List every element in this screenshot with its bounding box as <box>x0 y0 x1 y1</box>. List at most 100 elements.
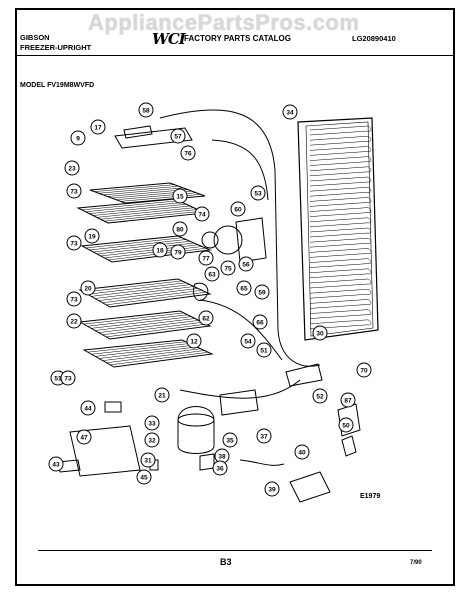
part-number-label: 18 <box>156 247 164 254</box>
part-number-label: 62 <box>202 315 210 322</box>
part-callout-39: 39 <box>264 481 280 497</box>
part-number-label: 39 <box>268 486 276 493</box>
part-callout-22: 22 <box>66 313 82 329</box>
part-callout-21: 21 <box>154 387 170 403</box>
part-number-label: 60 <box>234 206 242 213</box>
part-number-label: 43 <box>52 461 60 468</box>
part-number-label: 30 <box>316 330 324 337</box>
part-callout-40: 40 <box>294 444 310 460</box>
part-number-label: 51 <box>54 375 62 382</box>
header-rule <box>17 55 453 56</box>
part-callout-66: 66 <box>252 314 268 330</box>
brand-label: GIBSON <box>20 33 50 42</box>
part-callout-37: 37 <box>256 428 272 444</box>
part-number-label: 32 <box>148 437 156 444</box>
revision-date: 7/90 <box>410 560 422 566</box>
part-callout-52: 52 <box>312 388 328 404</box>
part-callout-75: 75 <box>220 260 236 276</box>
catalog-number: LG20890410 <box>352 34 396 43</box>
part-callout-45: 45 <box>136 469 152 485</box>
part-callout-77: 77 <box>198 250 214 266</box>
part-callout-73: 73 <box>60 370 76 386</box>
part-callout-76: 76 <box>180 145 196 161</box>
diagram-frame <box>15 8 455 586</box>
part-number-label: 36 <box>216 465 224 472</box>
diagram-code: E1979 <box>360 493 380 500</box>
part-number-label: 66 <box>256 319 264 326</box>
part-callout-43: 43 <box>48 456 64 472</box>
wci-logo: WCI <box>152 30 186 48</box>
part-number-label: 19 <box>88 233 96 240</box>
part-number-label: 34 <box>286 109 294 116</box>
part-number-label: 74 <box>198 211 206 218</box>
part-callout-47: 47 <box>76 429 92 445</box>
part-number-label: 12 <box>190 338 198 345</box>
part-callout-51: 51 <box>256 342 272 358</box>
part-number-label: 35 <box>226 437 234 444</box>
footer-rule <box>38 550 432 551</box>
part-number-label: 23 <box>68 165 76 172</box>
part-number-label: 63 <box>208 271 216 278</box>
product-label: FREEZER-UPRIGHT <box>20 43 92 52</box>
part-callout-36: 36 <box>212 460 228 476</box>
part-number-label: 38 <box>218 453 226 460</box>
part-number-label: 44 <box>84 405 92 412</box>
drain-pan <box>289 471 331 503</box>
part-callout-44: 44 <box>80 400 96 416</box>
light-bulb <box>123 125 153 139</box>
part-number-label: 33 <box>148 420 156 427</box>
part-callout-30: 30 <box>312 325 328 341</box>
part-callout-56: 56 <box>238 256 254 272</box>
part-number-label: 75 <box>224 265 232 272</box>
part-number-label: 73 <box>70 240 78 247</box>
part-number-label: 77 <box>202 255 210 262</box>
part-number-label: 59 <box>258 289 266 296</box>
part-number-label: 70 <box>360 367 368 374</box>
part-number-label: 20 <box>84 285 92 292</box>
part-callout-63: 63 <box>204 266 220 282</box>
part-callout-73: 73 <box>66 291 82 307</box>
part-callout-19: 19 <box>84 228 100 244</box>
part-number-label: 80 <box>176 226 184 233</box>
part-number-label: 73 <box>64 375 72 382</box>
part-callout-87: 87 <box>340 392 356 408</box>
part-callout-57: 57 <box>170 128 186 144</box>
page-number: B3 <box>220 557 232 567</box>
part-number-label: 73 <box>70 188 78 195</box>
part-number-label: 58 <box>142 107 150 114</box>
part-callout-73: 73 <box>66 183 82 199</box>
part-number-label: 47 <box>80 434 88 441</box>
model-label: MODEL FV19M8WVFD <box>20 82 95 89</box>
part-number-label: 37 <box>260 433 268 440</box>
part-callout-79: 79 <box>170 244 186 260</box>
part-number-label: 76 <box>184 150 192 157</box>
part-callout-31: 31 <box>140 452 156 468</box>
part-callout-65: 65 <box>236 280 252 296</box>
part-number-label: 87 <box>344 397 352 404</box>
part-callout-73: 73 <box>66 235 82 251</box>
part-number-label: 40 <box>298 449 306 456</box>
part-number-label: 22 <box>70 318 78 325</box>
part-number-label: 52 <box>316 393 324 400</box>
part-number-label: 31 <box>144 457 152 464</box>
part-callout-23: 23 <box>64 160 80 176</box>
part-number-label: 65 <box>240 285 248 292</box>
light-housing <box>114 127 193 149</box>
part-number-label: 54 <box>244 338 252 345</box>
part-number-label: 56 <box>242 261 250 268</box>
part-number-label: 53 <box>254 190 262 197</box>
part-number-label: 21 <box>158 392 166 399</box>
part-callout-20: 20 <box>80 280 96 296</box>
catalog-title: FACTORY PARTS CATALOG <box>184 34 291 43</box>
part-callout-80: 80 <box>172 221 188 237</box>
part-callout-18: 18 <box>152 242 168 258</box>
part-callout-12: 12 <box>186 333 202 349</box>
part-number-label: 50 <box>342 422 350 429</box>
part-callout-58: 58 <box>138 102 154 118</box>
part-callout-32: 32 <box>144 432 160 448</box>
part-callout-15: 15 <box>172 188 188 204</box>
part-callout-59: 59 <box>254 284 270 300</box>
part-number-label: 73 <box>70 296 78 303</box>
part-callout-17: 17 <box>90 119 106 135</box>
